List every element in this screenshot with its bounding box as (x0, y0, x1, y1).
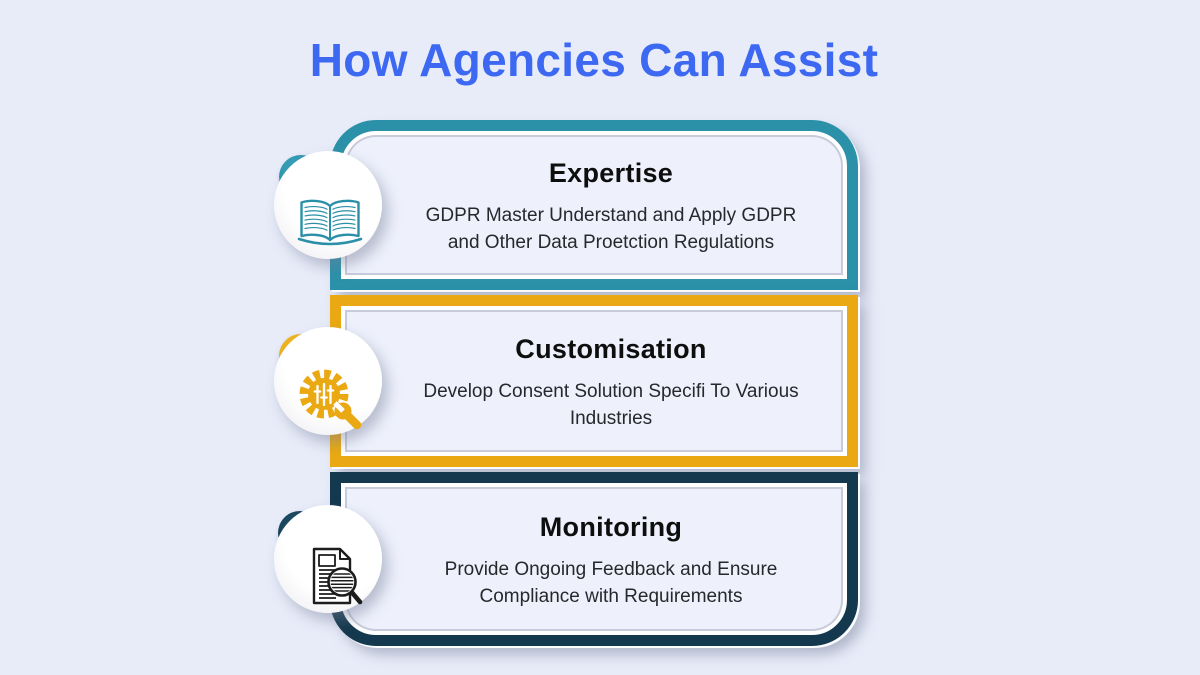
gear-wrench-icon (299, 369, 362, 430)
card-customisation-content: Customisation Develop Consent Solution S… (341, 306, 847, 456)
card-monitoring-body-line1: Provide Ongoing Feedback and Ensure (444, 559, 778, 580)
document-magnifier-icon (312, 547, 363, 605)
card-customisation-heading: Customisation (515, 334, 707, 364)
card-expertise-heading: Expertise (548, 158, 674, 188)
page-title-wrap: How Agencies Can Assist (0, 33, 1188, 87)
card-monitoring-heading: Monitoring (539, 512, 683, 542)
card-customisation-body-line1: Develop Consent Solution Specifi To Vari… (423, 381, 799, 402)
page-title: How Agencies Can Assist (309, 34, 879, 86)
card-monitoring-content: Monitoring Provide Ongoing Feedback and … (341, 483, 847, 635)
card-expertise-content: Expertise GDPR Master Understand and App… (341, 131, 847, 279)
open-book-icon (297, 199, 363, 246)
card-expertise-body-line2: and Other Data Proetction Regulations (447, 232, 775, 253)
card-customisation: Customisation Develop Consent Solution S… (330, 295, 858, 467)
card-customisation-body-line2: Industries (569, 408, 653, 429)
card-expertise-body-line1: GDPR Master Understand and Apply GDPR (425, 205, 797, 226)
card-expertise: Expertise GDPR Master Understand and App… (330, 120, 858, 290)
card-monitoring: Monitoring Provide Ongoing Feedback and … (330, 472, 858, 646)
card-monitoring-body-line2: Compliance with Requirements (479, 586, 743, 607)
